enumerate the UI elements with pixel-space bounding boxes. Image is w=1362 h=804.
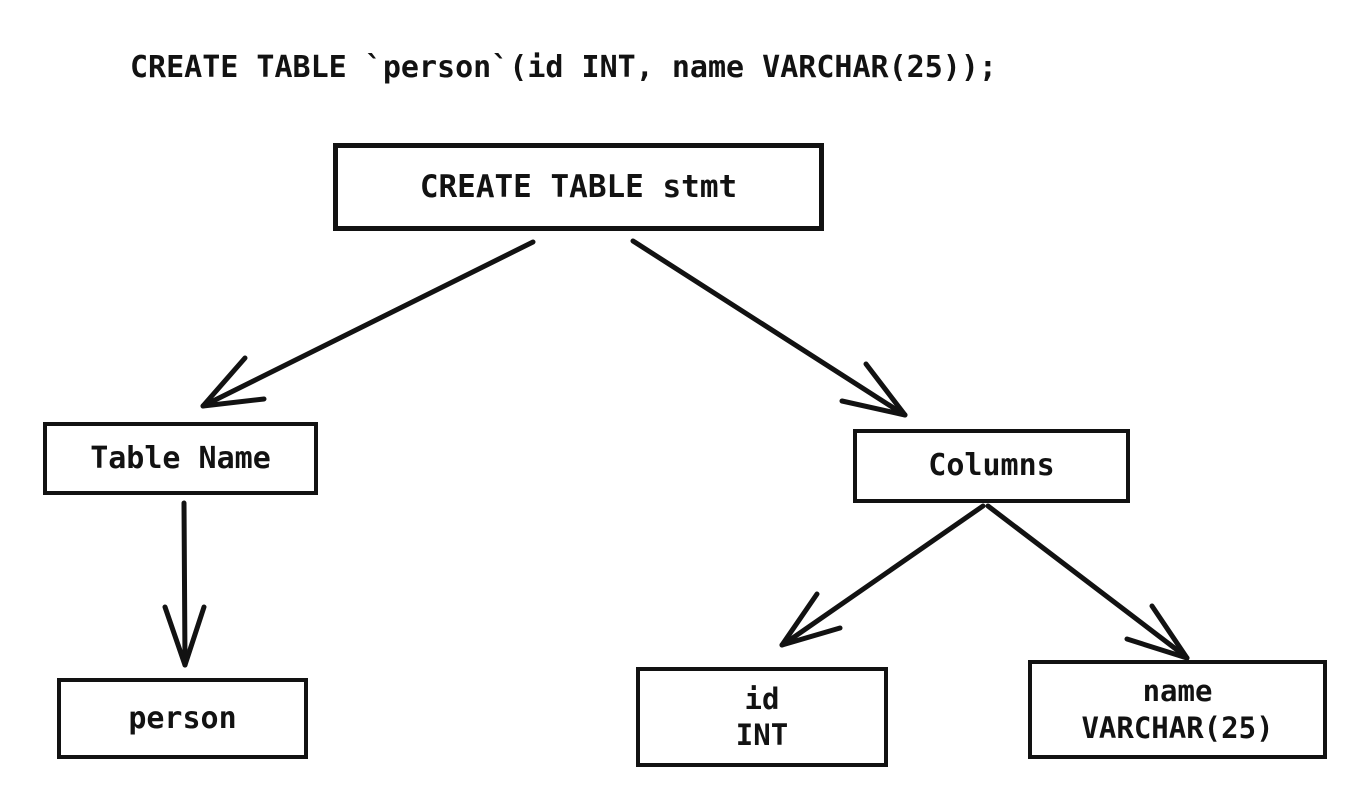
node-create-table-stmt-label: CREATE TABLE stmt	[419, 168, 738, 205]
node-name-varchar-name: name	[1142, 674, 1213, 709]
node-id-int-type: INT	[735, 718, 789, 752]
node-name-varchar-type: VARCHAR(25)	[1081, 710, 1274, 745]
node-table-name-label: Table Name	[90, 440, 271, 476]
edge-columns-to-id-int	[779, 503, 986, 648]
node-columns: Columns	[853, 429, 1130, 503]
sql-statement-text: CREATE TABLE `person`(id INT, name VARCH…	[130, 50, 997, 85]
edge-root-to-columns	[630, 238, 908, 418]
edge-table-name-to-person	[162, 500, 207, 668]
node-create-table-stmt: CREATE TABLE stmt	[333, 143, 824, 231]
node-person-label: person	[128, 700, 237, 736]
edge-root-to-table-name	[200, 239, 536, 409]
node-id-int: id INT	[636, 667, 888, 767]
node-columns-label: Columns	[928, 448, 1055, 484]
node-id-int-name: id	[744, 681, 780, 716]
node-name-varchar: name VARCHAR(25)	[1028, 660, 1327, 759]
node-table-name: Table Name	[43, 422, 318, 495]
node-person: person	[57, 678, 308, 759]
edge-columns-to-name-varchar	[985, 503, 1190, 661]
